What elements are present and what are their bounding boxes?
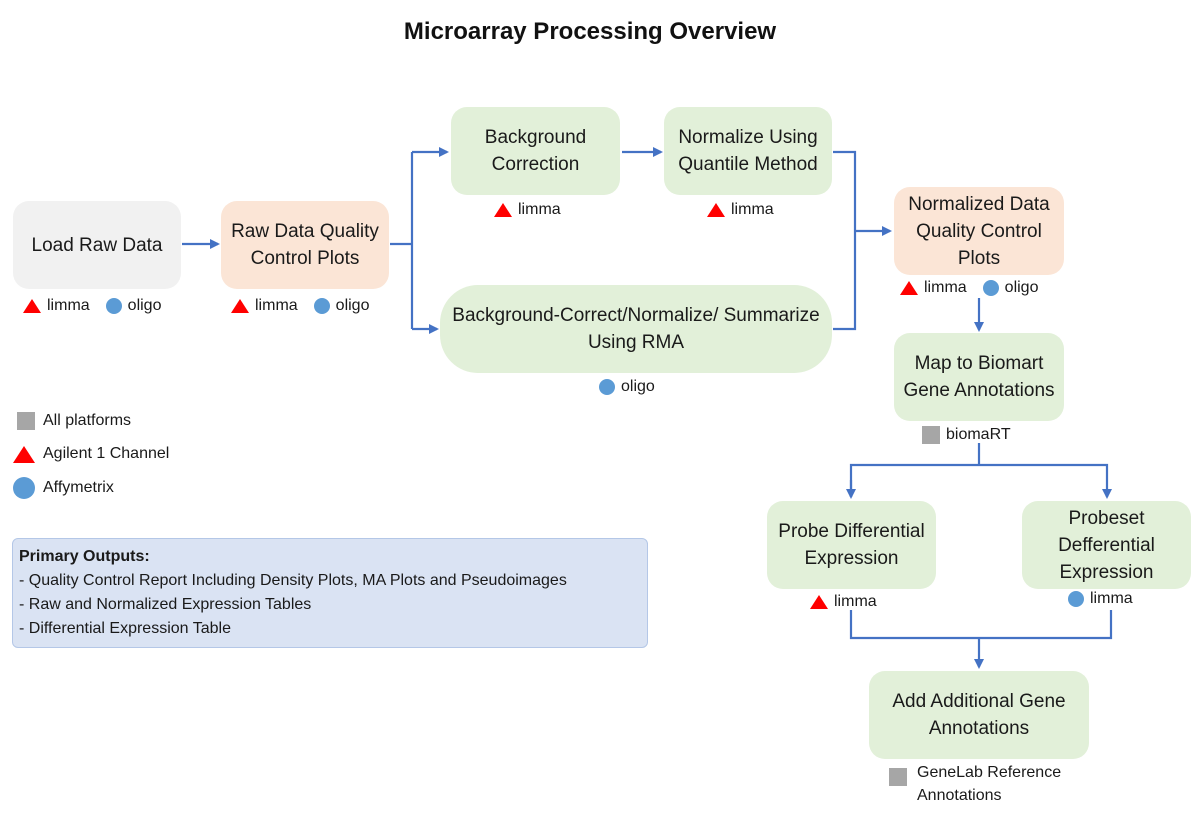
node-normalized-qc-plots[interactable]: Normalized Data Quality Control Plots [894,187,1064,275]
tools-load-raw: limma oligo [23,297,161,315]
node-biomart-annotations[interactable]: Map to Biomart Gene Annotations [894,333,1064,421]
node-normalize-quantile[interactable]: Normalize Using Quantile Method [664,107,832,195]
square-icon [922,426,940,444]
circle-icon [1068,591,1084,607]
tools-normalize: limma [707,201,774,219]
tools-rma: oligo [599,378,655,396]
circle-icon [313,298,330,314]
circle-icon [13,477,35,499]
legend-all-platforms: All platforms [17,412,131,430]
primary-outputs-box: Primary Outputs: - Quality Control Repor… [12,538,648,648]
legend-agilent: Agilent 1 Channel [13,445,169,463]
genelab-reference-label: GeneLab Reference Annotations [917,764,1062,804]
node-load-raw-data[interactable]: Load Raw Data [13,201,181,289]
arrow-biomart-split [849,443,1107,497]
output-item: - Differential Expression Table [19,620,231,637]
node-probeset-de[interactable]: Probeset Defferential Expression [1022,501,1191,589]
arrow-rawqc-split [390,152,414,329]
tools-probeset-de: limma [1068,590,1133,608]
triangle-icon [810,595,828,609]
tools-raw-qc: limma oligo [231,297,369,315]
tools-probe-de: limma [810,593,877,611]
legend-affymetrix: Affymetrix [13,477,114,499]
node-raw-qc-plots[interactable]: Raw Data Quality Control Plots [221,201,389,289]
tools-biomart: biomaRT [922,426,1011,444]
tools-add-annotations [889,768,907,786]
square-icon [889,768,907,786]
output-item: - Quality Control Report Including Densi… [19,572,567,589]
circle-icon [105,298,122,314]
diagram-title: Microarray Processing Overview [403,18,777,45]
node-probe-de[interactable]: Probe Differential Expression [767,501,936,589]
square-icon [17,412,35,430]
node-add-annotations[interactable]: Add Additional Gene Annotations [869,671,1089,759]
triangle-icon [231,299,249,313]
outputs-header: Primary Outputs: [19,548,150,565]
triangle-icon [707,203,725,217]
tools-bg-correction: limma [494,201,561,219]
tools-norm-qc: limma oligo [900,279,1038,297]
triangle-icon [23,299,41,313]
node-rma[interactable]: Background-Correct/Normalize/ Summarize … [440,285,832,373]
triangle-icon [494,203,512,217]
circle-icon [982,280,999,296]
node-background-correction[interactable]: Background Correction [451,107,620,195]
circle-icon [599,379,615,395]
arrow-normalize-merge [833,150,857,331]
arrow-de-merge [849,610,1113,667]
output-item: - Raw and Normalized Expression Tables [19,596,312,613]
triangle-icon [900,281,918,295]
triangle-icon [13,445,35,463]
